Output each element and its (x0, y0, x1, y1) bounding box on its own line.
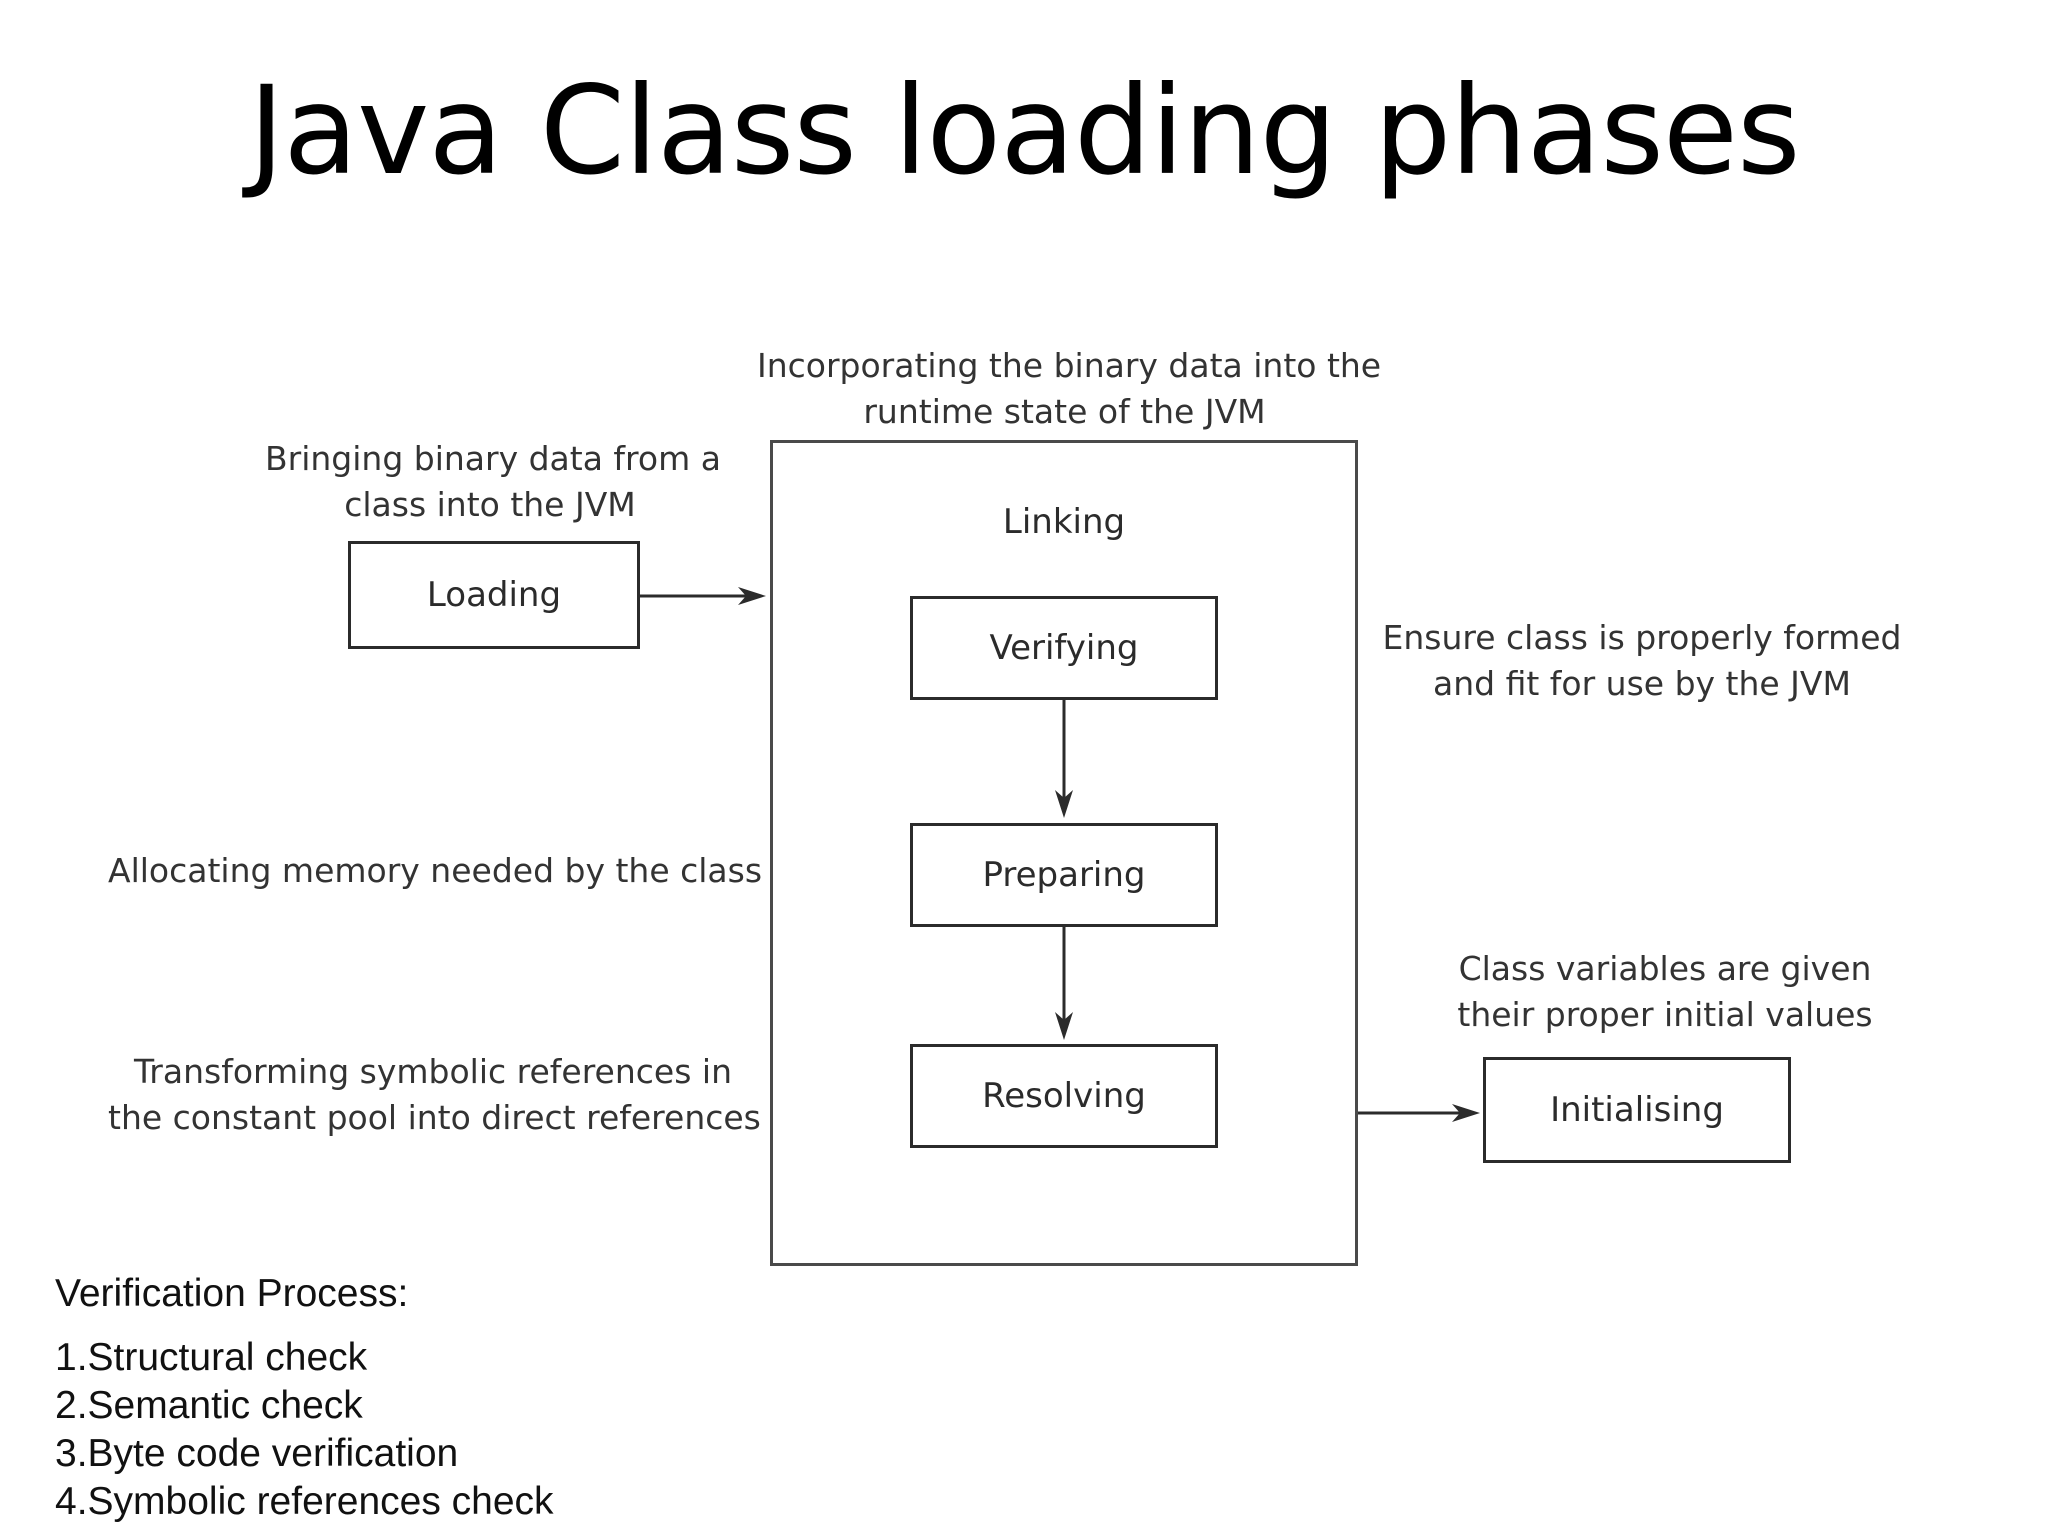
loading-caption-line-1: Bringing binary data from a (265, 439, 721, 478)
preparing-caption-line-1: Allocating memory needed by the class (108, 851, 763, 890)
initialising-label: Initialising (1550, 1090, 1724, 1130)
slide-title: Java Class loading phases (248, 60, 1800, 202)
resolving-caption: Transforming symbolic references in the … (108, 1049, 761, 1141)
preparing-box: Preparing (910, 823, 1218, 927)
verifying-box: Verifying (910, 596, 1218, 700)
preparing-caption: Allocating memory needed by the class (108, 848, 763, 894)
list-item: 2.Semantic check (55, 1384, 363, 1427)
initialising-arrowhead (1452, 1104, 1480, 1122)
list-item: 4.Symbolic references check (55, 1480, 554, 1523)
linking-caption: Incorporating the binary data into the r… (757, 343, 1382, 435)
resolving-arrowhead (1055, 1012, 1073, 1040)
linking-label: Linking (1002, 502, 1126, 542)
initialising-caption-line-2: their proper initial values (1457, 995, 1873, 1034)
loading-label: Loading (426, 575, 562, 615)
verifying-label: Verifying (989, 628, 1139, 668)
initialising-caption-line-1: Class variables are given (1458, 949, 1872, 988)
resolving-caption-line-2: the constant pool into direct references (108, 1098, 761, 1137)
notes-list: 1.Structural check 2.Semantic check 3.By… (55, 1334, 554, 1526)
verification-notes: Verification Process: 1.Structural check… (55, 1270, 554, 1526)
loading-caption: Bringing binary data from a class into t… (265, 436, 721, 528)
linking-caption-line-2: runtime state of the JVM (863, 392, 1266, 431)
resolving-box: Resolving (910, 1044, 1218, 1148)
loading-arrowhead (738, 587, 766, 605)
initialising-box: Initialising (1483, 1057, 1791, 1163)
verifying-caption-line-2: and fit for use by the JVM (1433, 664, 1851, 703)
loading-box: Loading (348, 541, 640, 649)
preparing-arrowhead (1055, 790, 1073, 818)
initialising-caption: Class variables are given their proper i… (1450, 946, 1880, 1038)
resolving-label: Resolving (982, 1076, 1146, 1116)
linking-frame (770, 440, 1358, 1266)
resolving-caption-line-1: Transforming symbolic references in (134, 1052, 732, 1091)
list-item: 3.Byte code verification (55, 1432, 459, 1475)
preparing-label: Preparing (982, 855, 1146, 895)
verifying-caption: Ensure class is properly formed and fit … (1382, 615, 1902, 707)
linking-caption-line-1: Incorporating the binary data into the (757, 346, 1382, 385)
notes-heading: Verification Process: (55, 1272, 409, 1315)
list-item: 1.Structural check (55, 1336, 368, 1379)
loading-caption-line-2: class into the JVM (344, 485, 636, 524)
verifying-caption-line-1: Ensure class is properly formed (1382, 618, 1902, 657)
